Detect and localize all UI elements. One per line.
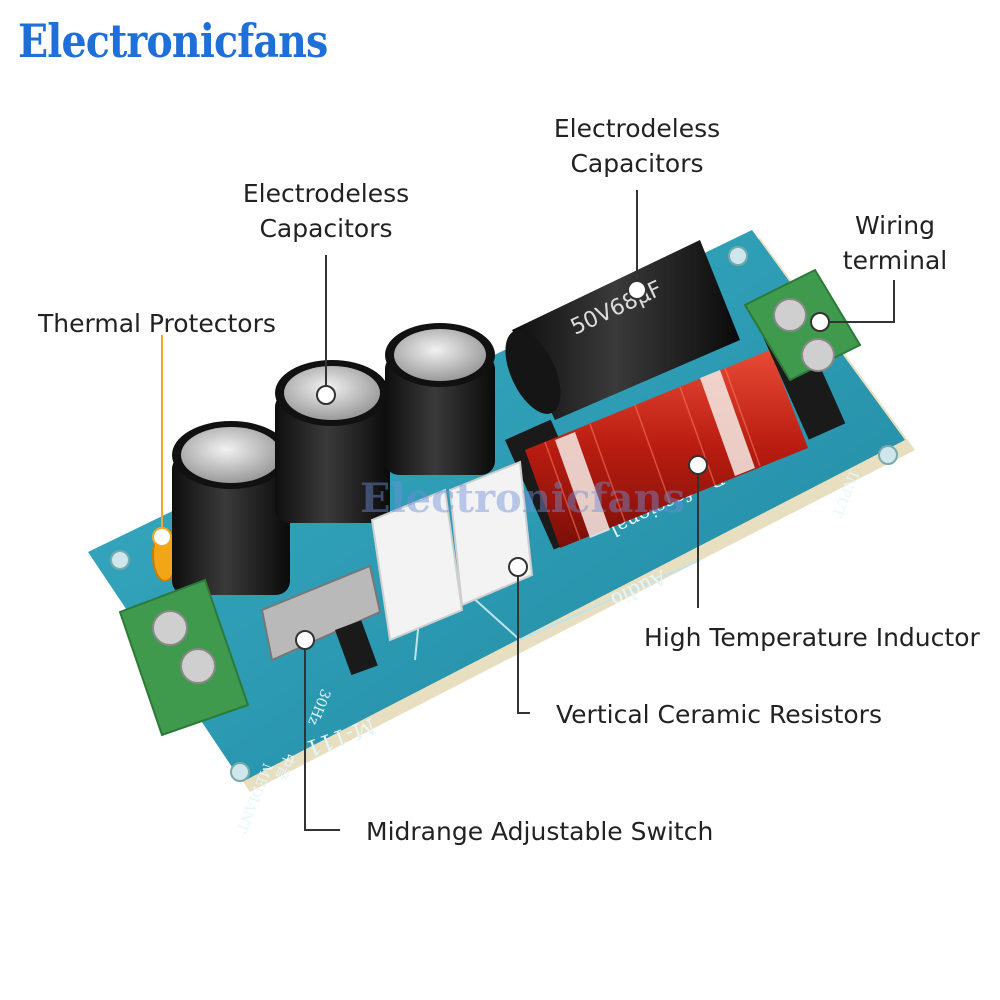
midrange-switch bbox=[260, 564, 382, 676]
callout-inductor-text: High Temperature Inductor bbox=[644, 623, 980, 652]
callout-dots bbox=[152, 280, 830, 650]
capacitor-axial: 50V68μF bbox=[505, 240, 740, 420]
brand-logo: Electronicfans bbox=[18, 14, 328, 68]
callout-switch: Midrange Adjustable Switch bbox=[366, 814, 713, 849]
capacitor-left bbox=[172, 421, 290, 595]
callout-resistors: Vertical Ceramic Resistors bbox=[556, 697, 882, 732]
watermark: Electronicfans bbox=[360, 475, 685, 522]
capacitor-right bbox=[385, 323, 495, 475]
terminal-output bbox=[118, 578, 250, 737]
callout-capacitors-left: Electrodeless Capacitors bbox=[243, 176, 409, 246]
callout-leaders bbox=[161, 190, 895, 831]
callout-wiring-line2: terminal bbox=[842, 246, 948, 275]
callout-resistors-text: Vertical Ceramic Resistors bbox=[556, 700, 882, 729]
callout-caps-top-line2: Capacitors bbox=[570, 149, 704, 178]
callout-caps-left-line1: Electrodeless bbox=[242, 179, 410, 208]
terminal-input bbox=[743, 268, 862, 382]
callout-wiring-terminal: Wiring terminal bbox=[843, 208, 947, 278]
inductor bbox=[504, 313, 846, 550]
callout-caps-top-line1: Electrodeless bbox=[553, 114, 721, 143]
callout-capacitors-top: Electrodeless Capacitors bbox=[554, 111, 720, 181]
callout-thermal-text: Thermal Protectors bbox=[38, 309, 276, 338]
callout-wiring-line1: Wiring bbox=[854, 211, 936, 240]
callout-caps-left-line2: Capacitors bbox=[259, 214, 393, 243]
callout-thermal-protectors: Thermal Protectors bbox=[38, 306, 276, 341]
callout-switch-text: Midrange Adjustable Switch bbox=[366, 817, 714, 846]
ceramic-resistor-1 bbox=[370, 488, 464, 642]
callout-inductor: High Temperature Inductor bbox=[644, 620, 980, 655]
